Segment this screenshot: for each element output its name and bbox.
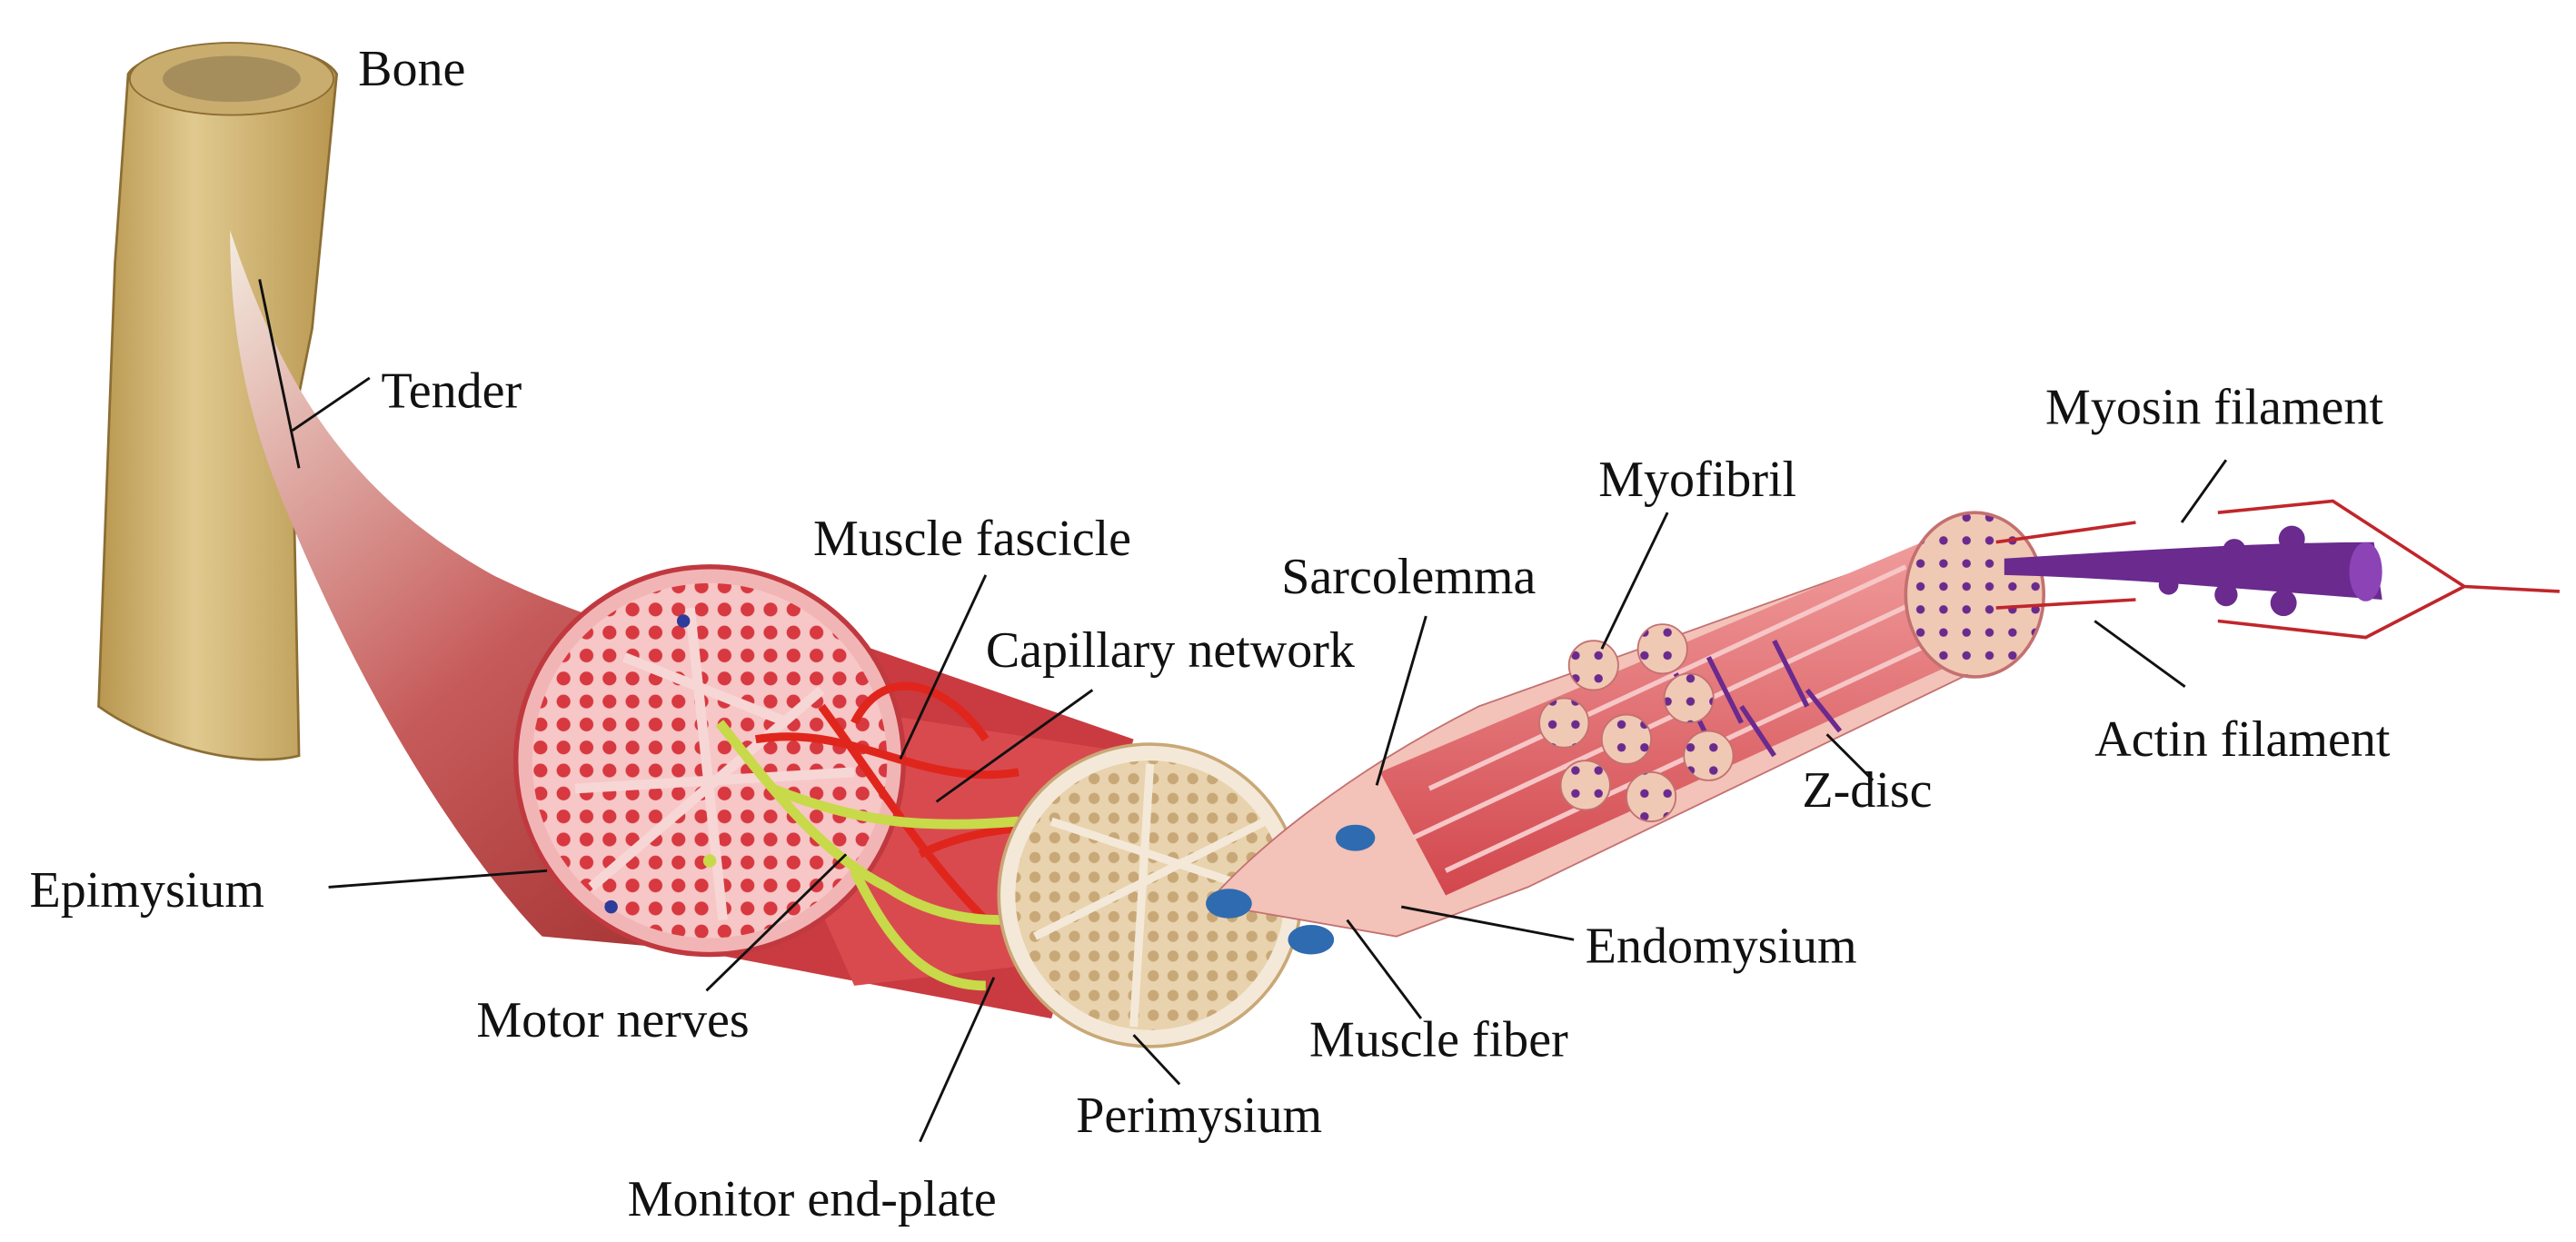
motor-nerves-illustration [715, 720, 1019, 991]
label-endomysium: Endomysium [1586, 919, 1857, 975]
myofibril-end-illustration [1904, 511, 2046, 679]
label-epimysium: Epimysium [30, 862, 264, 919]
bone-illustration [97, 42, 339, 761]
label-perimysium: Perimysium [1076, 1088, 1322, 1144]
myofibril-bundle-illustration [1538, 623, 1735, 822]
label-myosin-filament: Myosin filament [2045, 380, 2383, 436]
label-motor-nerves: Motor nerves [476, 992, 749, 1048]
label-bone: Bone [358, 41, 465, 97]
label-sarcolemma: Sarcolemma [1281, 549, 1536, 605]
label-monitor-end-plate: Monitor end-plate [628, 1171, 997, 1227]
capillary-network-illustration [754, 681, 1086, 923]
label-capillary-network: Capillary network [986, 622, 1356, 679]
label-muscle-fiber: Muscle fiber [1309, 1012, 1568, 1068]
label-muscle-fascicle: Muscle fascicle [813, 511, 1131, 567]
epimysium-cross-section [513, 564, 907, 958]
label-actin-filament: Actin filament [2094, 711, 2391, 768]
label-tender: Tender [381, 363, 522, 419]
label-myofibril: Myofibril [1598, 452, 1796, 508]
leader-lines [258, 279, 2228, 1143]
label-z-disc: Z-disc [1802, 762, 1932, 819]
filaments-illustration [1995, 499, 2561, 640]
perimysium-cross-section [997, 742, 1303, 1048]
